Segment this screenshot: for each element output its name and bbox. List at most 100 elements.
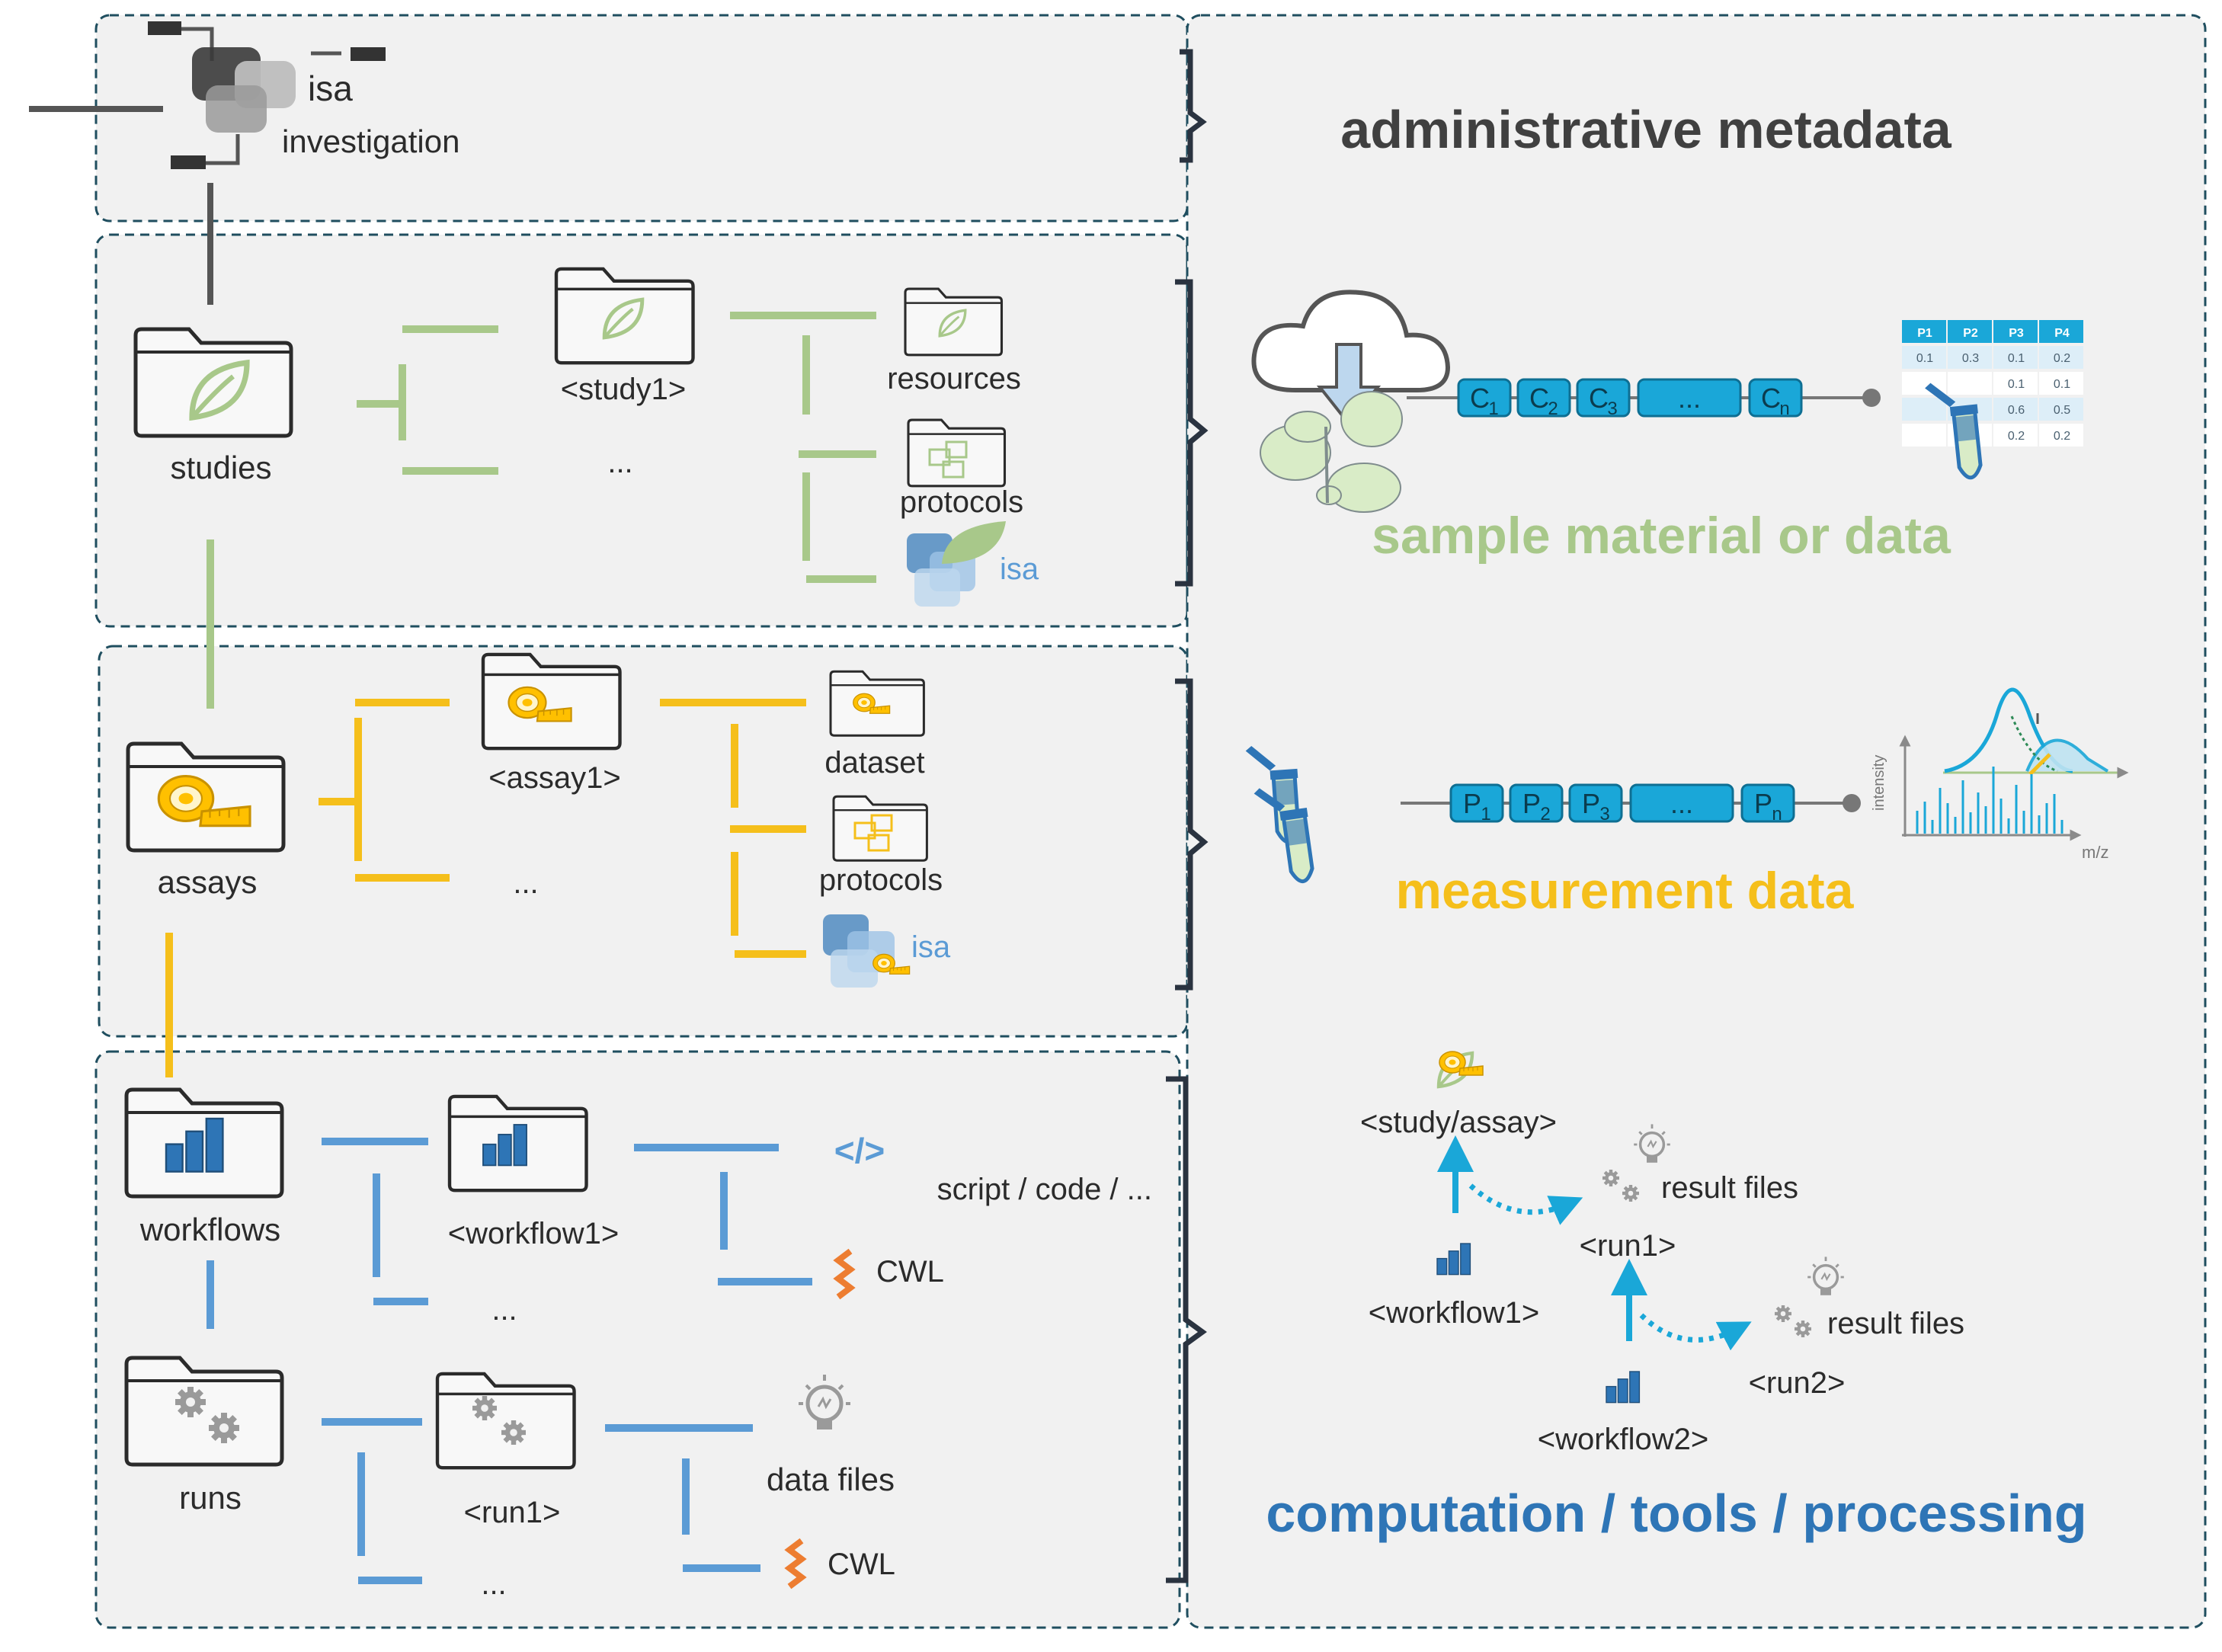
sample-chain-end bbox=[1862, 389, 1881, 407]
runs-tree-lines bbox=[322, 1418, 760, 1584]
table-cell: 0.2 bbox=[2054, 430, 2070, 443]
protocols-folder-icon[interactable] bbox=[907, 418, 1007, 488]
isa-assay-logo-text: isa bbox=[911, 930, 951, 964]
run1-folder-icon[interactable] bbox=[437, 1374, 575, 1468]
sample-chain-box-subscript: n bbox=[1779, 399, 1789, 419]
table-cell: 0.1 bbox=[1916, 352, 1933, 365]
sample-chain-box-subscript: 1 bbox=[1488, 399, 1498, 419]
workflows-ellipsis: ... bbox=[491, 1293, 517, 1327]
isa-logo-icon bbox=[192, 47, 296, 133]
data-files-label: data files bbox=[767, 1462, 895, 1497]
sample-title: sample material or data bbox=[1372, 507, 1951, 565]
admin-bracket bbox=[1180, 49, 1207, 163]
sample-chain-box-subscript: 2 bbox=[1548, 399, 1558, 419]
sample-chain-box-label: C bbox=[1529, 383, 1549, 414]
sample-bracket bbox=[1175, 279, 1209, 587]
table-cell: 0.5 bbox=[2054, 404, 2070, 417]
result-files-2-label: result files bbox=[1827, 1307, 1964, 1340]
resources-label: resources bbox=[887, 362, 1021, 395]
table-header-cell: P2 bbox=[1963, 327, 1978, 340]
studies-tree-lines bbox=[357, 312, 876, 583]
investigation-label: investigation bbox=[282, 123, 459, 159]
table-cell: 0.1 bbox=[2008, 352, 2025, 365]
table-header-cell: P4 bbox=[2054, 327, 2070, 340]
isa-assay-logo-icon bbox=[823, 914, 911, 988]
run-cwl-label: CWL bbox=[828, 1548, 895, 1581]
gear-icon bbox=[1622, 1185, 1639, 1202]
table-cell: 0.2 bbox=[2054, 352, 2070, 365]
workflows-tree-lines bbox=[207, 1138, 812, 1329]
sample-chain-box-label: C bbox=[1589, 383, 1609, 414]
runs-label: runs bbox=[179, 1480, 242, 1516]
measure-chain-box-label: P bbox=[1522, 788, 1541, 819]
measurement-bracket bbox=[1175, 678, 1209, 991]
workflow1-folder-icon[interactable] bbox=[450, 1097, 587, 1190]
sample-chain-box-label: C bbox=[1470, 383, 1490, 414]
workflows-runs-panel bbox=[94, 1050, 1181, 1629]
gear-icon bbox=[1602, 1170, 1619, 1186]
study1-folder-icon[interactable] bbox=[556, 269, 693, 363]
studies-label: studies bbox=[170, 450, 271, 485]
table-cell: 0.2 bbox=[2008, 430, 2025, 443]
gear-icon bbox=[1775, 1305, 1791, 1322]
workflows-folder-icon[interactable] bbox=[126, 1090, 282, 1196]
runs-ellipsis: ... bbox=[481, 1567, 506, 1601]
table-cell: 0.6 bbox=[2008, 404, 2025, 417]
table-header-cell: P1 bbox=[1917, 327, 1932, 340]
runs-folder-icon[interactable] bbox=[126, 1358, 282, 1465]
computation-title: computation / tools / processing bbox=[1266, 1484, 2086, 1543]
measure-chain-box-label: P bbox=[1463, 788, 1481, 819]
measurement-title: measurement data bbox=[1396, 862, 1855, 920]
sample-chain-box-subscript: 3 bbox=[1607, 399, 1617, 419]
spectrum-xlabel: m/z bbox=[2082, 843, 2108, 862]
script-label: script / code / ... bbox=[937, 1173, 1152, 1206]
workflow-cwl-label: CWL bbox=[876, 1255, 944, 1289]
connector-tab-icon bbox=[351, 47, 386, 61]
run1-right-label: <run1> bbox=[1580, 1229, 1676, 1263]
plant-icon bbox=[1260, 391, 1403, 513]
dataset-label: dataset bbox=[824, 746, 924, 780]
measure-chain-box-subscript: 1 bbox=[1481, 804, 1490, 824]
spectrum-plot: intensity m/z bbox=[1871, 687, 2129, 862]
assay-protocols-folder-icon[interactable] bbox=[832, 795, 928, 862]
assays-folder-icon[interactable] bbox=[128, 744, 283, 850]
workflow2-right-label: <workflow2> bbox=[1538, 1423, 1709, 1456]
dotted-arrow-icon bbox=[1468, 1183, 1583, 1225]
dataset-folder-icon[interactable] bbox=[829, 670, 925, 737]
dotted-arrow-icon bbox=[1639, 1313, 1752, 1351]
table-header-cell: P3 bbox=[2009, 327, 2024, 340]
investigation-node[interactable]: isa investigation bbox=[29, 21, 459, 169]
isa-study-logo-text: isa bbox=[1000, 552, 1039, 586]
run2-label: <run2> bbox=[1749, 1366, 1846, 1400]
result-files-1-label: result files bbox=[1661, 1171, 1798, 1205]
measure-chain-box-subscript: 3 bbox=[1599, 804, 1609, 824]
sample-chain-box-1: C1 bbox=[1457, 378, 1512, 419]
protocols-label: protocols bbox=[900, 485, 1023, 519]
table-cell: 0.1 bbox=[2054, 378, 2070, 391]
assays-ellipsis: ... bbox=[513, 866, 538, 900]
measure-chain-box-label: P bbox=[1754, 788, 1772, 819]
code-icon: </> bbox=[834, 1131, 885, 1170]
sample-chain-box-4: ... bbox=[1637, 378, 1742, 418]
study-assay-label: <study/assay> bbox=[1360, 1106, 1557, 1139]
measure-chain-box-label: P bbox=[1582, 788, 1600, 819]
workflows-label: workflows bbox=[139, 1212, 280, 1247]
isa-study-logo-icon bbox=[907, 521, 1006, 607]
connector-tab-icon bbox=[148, 21, 181, 35]
sample-chain-box-label: ... bbox=[1678, 383, 1701, 414]
studies-ellipsis: ... bbox=[607, 446, 632, 479]
assays-panel bbox=[98, 645, 1189, 1038]
resources-folder-icon[interactable] bbox=[904, 287, 1004, 357]
studies-folder-icon[interactable] bbox=[136, 329, 291, 436]
assay1-folder-icon[interactable] bbox=[483, 655, 620, 748]
assay1-label: <assay1> bbox=[488, 761, 620, 795]
assay-protocols-label: protocols bbox=[819, 863, 943, 897]
study1-label: <study1> bbox=[561, 373, 687, 406]
assays-tree-lines bbox=[319, 699, 806, 958]
